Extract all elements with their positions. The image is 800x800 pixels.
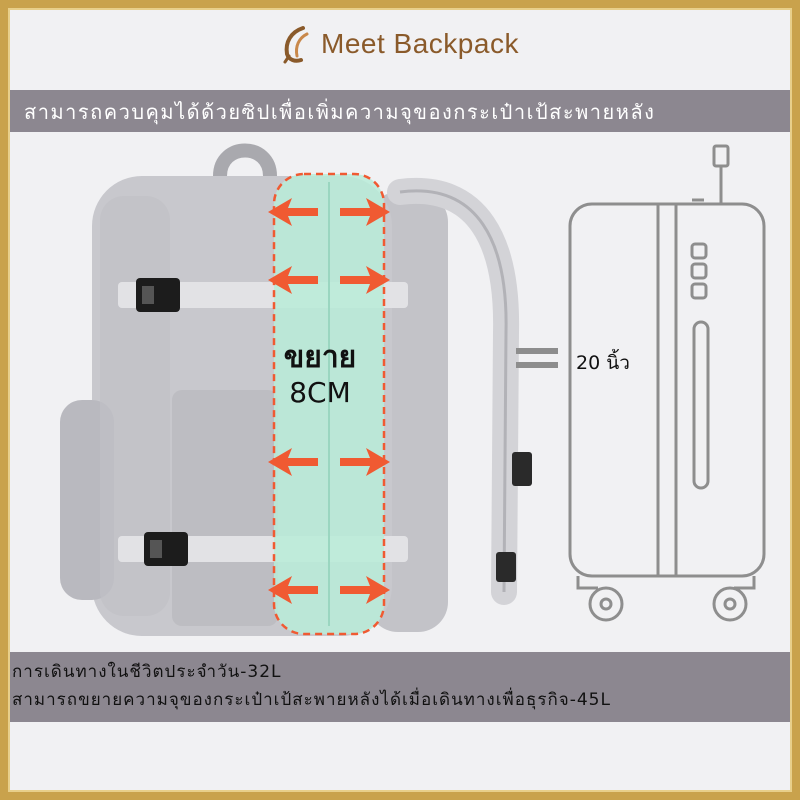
expand-arrows — [268, 198, 390, 604]
arrow-pair-1 — [268, 198, 390, 226]
top-banner: สามารถควบคุมได้ด้วยซิปเพื่อเพิ่มความจุขอ… — [8, 90, 792, 132]
bottom-banner: การเดินทางในชีวิตประจำวัน-32L สามารถขยาย… — [8, 652, 792, 722]
brand-mark-icon — [283, 26, 309, 64]
expand-badge-title: ขยาย — [283, 340, 357, 375]
capacity-business-text: สามารถขยายความจุของกระเป๋าเป้สะพายหลังได… — [12, 690, 611, 710]
arrow-pair-4 — [268, 576, 390, 604]
capacity-daily-text: การเดินทางในชีวิตประจำวัน-32L — [12, 662, 282, 682]
top-banner-text: สามารถควบคุมได้ด้วยซิปเพื่อเพิ่มความจุขอ… — [24, 100, 656, 124]
suitcase-size-label: 20 นิ้ว — [576, 352, 630, 374]
arrow-pair-3 — [268, 448, 390, 476]
brand-name: Meet Backpack — [321, 28, 519, 59]
product-illustration — [60, 143, 766, 636]
suitcase-icon — [568, 144, 766, 622]
arrow-pair-2 — [268, 266, 390, 294]
expand-badge: ขยาย 8CM — [264, 340, 376, 412]
equals-icon — [516, 344, 558, 372]
brand-logo: Meet Backpack — [8, 24, 792, 68]
expansion-zone — [272, 172, 386, 636]
expand-badge-value: 8CM — [289, 376, 351, 409]
